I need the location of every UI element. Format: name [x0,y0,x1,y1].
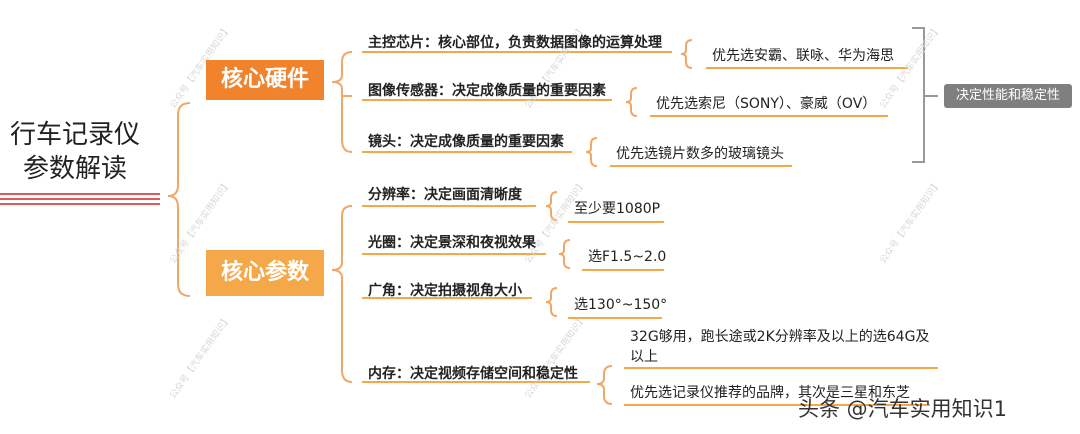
leaf-wide-angle: 选130°~150° [574,297,668,313]
leaf-storage-brand: 优先选记录仪推荐的品牌，其次是三星和东芝 [630,385,910,401]
item-label-main-chip: 主控芯片：核心部位，负责数据图像的运算处理 [368,35,662,51]
item-label-image-sensor: 图像传感器：决定成像质量的重要因素 [368,83,606,99]
leaf-resolution: 至少要1080P [574,201,661,217]
item-label-resolution: 分辨率：决定画面清晰度 [368,187,522,203]
leaf-bracket [585,137,598,167]
item-label-lens: 镜头：决定成像质量的重要因素 [368,134,564,150]
leaf-bracket [558,239,571,269]
hardware-bracket [331,51,353,153]
leaf-main-chip: 优先选安霸、联咏、华为海思 [712,48,894,64]
leaf-bracket [545,287,558,317]
category-core-hardware: 核心硬件 [206,60,324,100]
item-label-aperture: 光圈：决定景深和夜视效果 [368,235,536,251]
root-title-line2: 参数解读 [22,154,127,184]
root-title: 行车记录仪 参数解读 [2,118,148,186]
item-label-storage: 内存：决定视频存储空间和稳定性 [368,366,578,382]
leaf-lens: 优先选镜片数多的玻璃镜头 [616,146,784,162]
root-title-line1: 行车记录仪 [9,120,140,150]
leaf-storage-capacity: 32G够用，跑长途或2K分辨率及以上的选64G及以上 [630,329,930,365]
leaf-bracket [625,87,638,117]
root-bracket [167,102,191,297]
params-bracket [331,205,353,383]
summary-bracket [912,27,938,163]
footer-attribution: 头条 @汽车实用知识1 [798,397,1008,421]
leaf-image-sensor: 优先选索尼（SONY）、豪威（OV） [656,96,877,112]
leaf-bracket [545,191,558,221]
summary-tag: 决定性能和稳定性 [944,84,1072,108]
leaf-bracket [680,39,693,69]
item-label-wide-angle: 广角：决定拍摄视角大小 [368,283,522,299]
leaf-bracket [596,365,613,405]
leaf-aperture: 选F1.5~2.0 [588,249,667,265]
category-core-params: 核心参数 [206,250,324,296]
